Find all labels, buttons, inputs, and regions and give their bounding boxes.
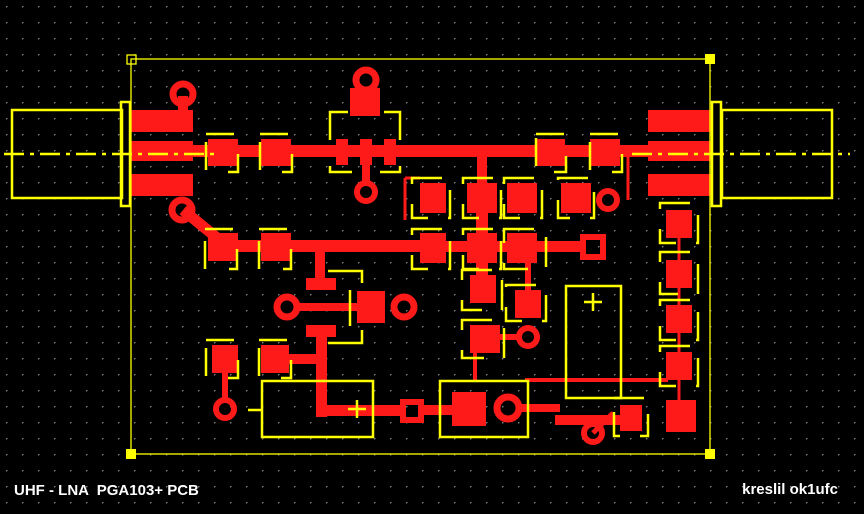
pad	[261, 139, 291, 166]
component-outline	[460, 268, 504, 312]
via	[516, 325, 540, 349]
component-outline	[504, 283, 548, 323]
silkscreen-layer	[4, 54, 850, 459]
via	[169, 80, 197, 108]
corner-marker	[705, 449, 715, 459]
trace	[446, 241, 586, 252]
pad	[666, 400, 696, 432]
trace	[289, 354, 323, 364]
pad	[420, 233, 446, 263]
trace	[421, 405, 456, 415]
pad	[420, 183, 446, 213]
component-outline	[203, 227, 239, 271]
via	[168, 196, 196, 224]
pad	[590, 139, 620, 166]
pad	[470, 325, 500, 353]
component-outline	[257, 227, 293, 271]
corner-marker	[126, 54, 137, 65]
sma-left-pad-center	[130, 141, 193, 161]
via	[352, 66, 380, 94]
component-outline	[461, 176, 503, 220]
amp-outline	[384, 110, 402, 140]
pad	[452, 392, 486, 426]
pad	[212, 345, 238, 373]
pad	[470, 275, 496, 303]
corner-marker	[705, 54, 715, 64]
amp-pin	[360, 139, 372, 165]
corner-marker	[126, 449, 136, 459]
regulator-pin	[306, 278, 336, 290]
sma-right-pad-center	[648, 141, 711, 161]
component-outline	[460, 318, 506, 360]
component-outline	[658, 250, 700, 296]
trace	[316, 405, 404, 416]
pad	[467, 183, 497, 213]
pad	[515, 290, 541, 318]
component-outline	[556, 176, 596, 220]
amp-outline	[380, 166, 402, 174]
component-outline	[658, 298, 700, 342]
regulator-outline	[328, 269, 364, 283]
sma-left-pad-bottom	[130, 174, 193, 196]
component-outline	[612, 396, 650, 438]
via	[390, 293, 418, 321]
board-outline	[130, 58, 711, 455]
component-outline	[204, 132, 240, 174]
copper-layer	[130, 66, 711, 445]
pad	[208, 139, 238, 166]
component-outline	[410, 176, 452, 220]
component-outline	[588, 132, 624, 174]
component-outline	[410, 227, 452, 271]
sma-right-pad-top	[648, 110, 711, 132]
amp-outline	[328, 166, 352, 174]
component-outline	[257, 338, 293, 380]
component-outline	[438, 379, 530, 439]
regulator-pin	[306, 325, 336, 337]
amp-pin	[384, 139, 396, 165]
component-outline	[534, 132, 568, 174]
trace	[591, 411, 615, 435]
trace-wide	[238, 240, 438, 252]
amp-outline	[328, 110, 348, 140]
sma-right-pad-bottom	[648, 174, 711, 196]
pad	[261, 345, 289, 373]
component-outline	[658, 201, 700, 245]
pad	[620, 405, 642, 431]
amp-pin	[336, 139, 348, 165]
component-outline	[258, 132, 294, 174]
trace	[316, 337, 327, 417]
component-outline	[658, 344, 700, 388]
electrolytic-cap-outline	[564, 284, 623, 400]
trace	[315, 252, 325, 282]
via	[213, 397, 237, 421]
pad	[561, 183, 591, 213]
regulator-pad	[357, 291, 385, 323]
regulator-outline	[328, 330, 364, 345]
component-outline	[204, 338, 240, 380]
sma-left-pad-top	[130, 110, 193, 132]
component-outline	[461, 227, 503, 271]
component-outline	[502, 227, 548, 271]
component-outline	[502, 176, 544, 220]
pad	[666, 210, 692, 238]
pad	[535, 139, 565, 166]
pad-square	[580, 234, 606, 260]
via	[596, 188, 620, 212]
board-title: UHF - LNA PGA103+ PCB	[14, 482, 199, 499]
via	[581, 421, 605, 445]
pad	[208, 233, 238, 261]
author-credit: kreslil ok1ufc	[742, 481, 838, 498]
pad	[507, 183, 537, 213]
via	[354, 180, 378, 204]
